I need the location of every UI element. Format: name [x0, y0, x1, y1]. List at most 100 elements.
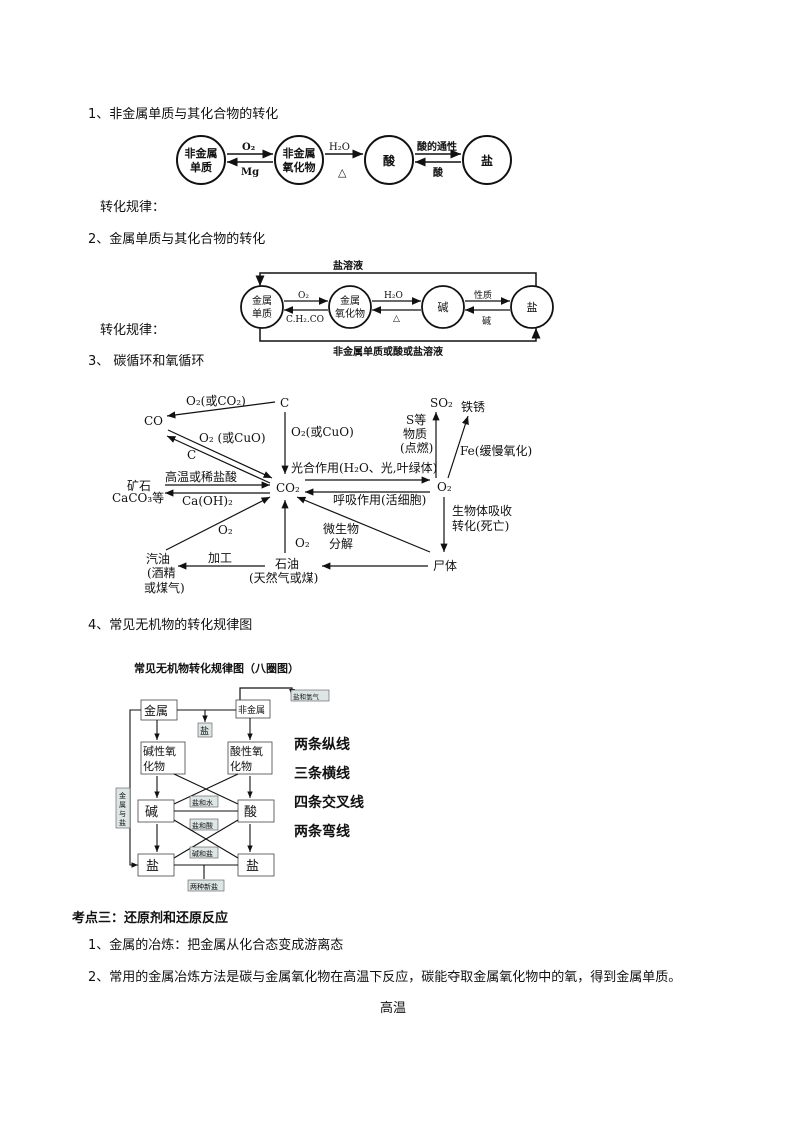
- nonmetal-conversion-diagram: 非金属 单质 非金属 氧化物 酸 盐 O₂ Mg H₂O △ 酸的通性 酸: [176, 135, 512, 185]
- svg-text:H₂O: H₂O: [384, 291, 403, 301]
- svg-text:O₂(或CuO): O₂(或CuO): [291, 425, 354, 439]
- svg-text:属: 属: [119, 801, 126, 809]
- note-1: 两条纵线: [294, 737, 350, 753]
- note-3: 四条交叉线: [294, 795, 364, 811]
- node-salt: [510, 285, 554, 329]
- kaodian-3-title: 考点三：还原剂和还原反应: [72, 911, 229, 926]
- svg-text:金属: 金属: [144, 703, 168, 718]
- svg-text:化物: 化物: [143, 759, 165, 773]
- n1-line1: 非金属: [185, 146, 218, 160]
- svg-text:碱和盐: 碱和盐: [192, 849, 213, 858]
- top-label: 盐溶液: [333, 259, 363, 272]
- svg-text:S等: S等: [406, 413, 426, 427]
- node-metal-oxide: [328, 285, 372, 329]
- node-c: C: [280, 396, 289, 410]
- bottom-label: 非金属单质或酸或盐溶液: [333, 345, 443, 358]
- svg-text:盐和氢气: 盐和氢气: [293, 692, 320, 701]
- svg-text:高温或稀盐酸: 高温或稀盐酸: [165, 469, 237, 484]
- node-base: [421, 285, 465, 329]
- svg-text:C.H₂.CO: C.H₂.CO: [286, 315, 324, 325]
- svg-text:两种新盐: 两种新盐: [190, 882, 218, 891]
- svg-text:盐: 盐: [146, 859, 159, 874]
- svg-text:分解: 分解: [329, 537, 353, 551]
- svg-text:盐和水: 盐和水: [192, 798, 213, 807]
- node-acid: [364, 135, 414, 185]
- kaodian-3-item-2: 2、常用的金属冶炼方法是碳与金属氧化物在高温下反应，碳能夺取金属氧化物中的氧，得…: [88, 970, 682, 985]
- svg-text:金属: 金属: [340, 294, 360, 307]
- svg-text:CaCO₃等: CaCO₃等: [112, 491, 164, 505]
- n2-line2: 氧化物: [282, 160, 316, 174]
- n4-label: 盐: [481, 153, 493, 168]
- svg-text:盐: 盐: [200, 725, 209, 737]
- section-2-title: 2、金属单质与其化合物的转化: [88, 232, 266, 247]
- svg-text:O₂: O₂: [218, 523, 233, 537]
- svg-text:酸性氧: 酸性氧: [230, 744, 263, 758]
- svg-text:性质: 性质: [474, 289, 492, 301]
- node-so2: SO₂: [430, 396, 453, 410]
- svg-text:加工: 加工: [208, 551, 232, 565]
- section-2-rule: 转化规律：: [100, 323, 166, 338]
- svg-text:非金属: 非金属: [238, 704, 265, 716]
- svg-text:Ca(OH)₂: Ca(OH)₂: [182, 494, 233, 508]
- svg-text:(点燃): (点燃): [400, 440, 433, 455]
- svg-text:金属: 金属: [252, 294, 272, 307]
- svg-text:汽油: 汽油: [146, 551, 170, 566]
- note-2: 三条横线: [294, 766, 350, 782]
- svg-text:Fe(缓慢氧化): Fe(缓慢氧化): [460, 444, 532, 458]
- svg-text:△: △: [393, 314, 400, 324]
- svg-text:C: C: [187, 448, 196, 462]
- a3-bot: 酸: [433, 166, 444, 179]
- node-co: CO: [144, 414, 163, 428]
- n2-line1: 非金属: [283, 146, 316, 160]
- node-nonmetal-oxide: [274, 135, 324, 185]
- svg-text:(酒精: (酒精: [147, 566, 176, 580]
- note-4: 两条弯线: [294, 824, 350, 840]
- svg-text:与: 与: [119, 810, 126, 818]
- svg-text:氧化物: 氧化物: [335, 307, 365, 320]
- svg-text:盐: 盐: [119, 818, 126, 827]
- a2-top: H₂O: [329, 142, 350, 153]
- svg-text:(天然气或煤): (天然气或煤): [249, 570, 318, 585]
- a1-bot: Mg: [241, 167, 259, 178]
- svg-text:转化(死亡): 转化(死亡): [452, 518, 509, 533]
- svg-text:O₂: O₂: [298, 291, 309, 301]
- svg-text:碱性氧: 碱性氧: [143, 744, 176, 758]
- section-4-title: 4、常见无机物的转化规律图: [88, 618, 253, 633]
- svg-text:碱: 碱: [145, 805, 158, 820]
- a1-top: O₂: [242, 142, 255, 153]
- svg-text:生物体吸收: 生物体吸收: [452, 504, 512, 518]
- svg-text:单质: 单质: [252, 308, 272, 320]
- svg-text:O₂ (或CuO): O₂ (或CuO): [199, 431, 266, 445]
- n3-label: 酸: [383, 153, 396, 168]
- svg-text:呼吸作用(活细胞): 呼吸作用(活细胞): [333, 493, 426, 507]
- node-nonmetal-element: [176, 135, 226, 185]
- svg-text:盐: 盐: [246, 859, 259, 874]
- a2-bot: △: [338, 166, 347, 179]
- section-3-title: 3、 碳循环和氧循环: [88, 354, 205, 369]
- node-co2: CO₂: [276, 481, 300, 495]
- a3-top: 酸的通性: [417, 140, 457, 153]
- svg-text:O₂: O₂: [295, 536, 310, 550]
- svg-text:碱: 碱: [438, 301, 449, 314]
- svg-text:化物: 化物: [230, 759, 252, 773]
- metal-conversion-diagram: 盐溶液 非金属单质或酸或盐溶液 金属 单质 金属 氧化物 碱 盐 O₂ C.H₂…: [240, 259, 554, 358]
- section-1-rule: 转化规律：: [100, 200, 166, 215]
- node-salt: [462, 135, 512, 185]
- node-corpse: 尸体: [433, 559, 457, 573]
- svg-text:矿石: 矿石: [127, 479, 151, 493]
- svg-text:光合作用(H₂O、光,叶绿体): 光合作用(H₂O、光,叶绿体): [291, 460, 437, 475]
- svg-text:金: 金: [119, 791, 126, 800]
- node-o2: O₂: [437, 480, 452, 494]
- svg-text:碱: 碱: [482, 316, 491, 327]
- kaodian-3-item-1: 1、金属的冶炼：把金属从化合态变成游离态: [88, 938, 344, 953]
- svg-text:常见无机物转化规律图（八圈图）: 常见无机物转化规律图（八圈图）: [134, 661, 299, 675]
- svg-text:物质: 物质: [403, 427, 427, 441]
- svg-text:石油: 石油: [275, 557, 299, 571]
- svg-text:或煤气): 或煤气): [144, 580, 185, 595]
- node-metal-element: [240, 285, 284, 329]
- eight-circle-diagram: 常见无机物转化规律图（八圈图） 盐和氢气 金属 非金属 盐 碱性氧 化物 酸性氧…: [115, 661, 330, 892]
- node-rust: 铁锈: [461, 400, 485, 414]
- section-1-title: 1、非金属单质与其化合物的转化: [88, 107, 279, 122]
- svg-text:盐: 盐: [527, 301, 538, 314]
